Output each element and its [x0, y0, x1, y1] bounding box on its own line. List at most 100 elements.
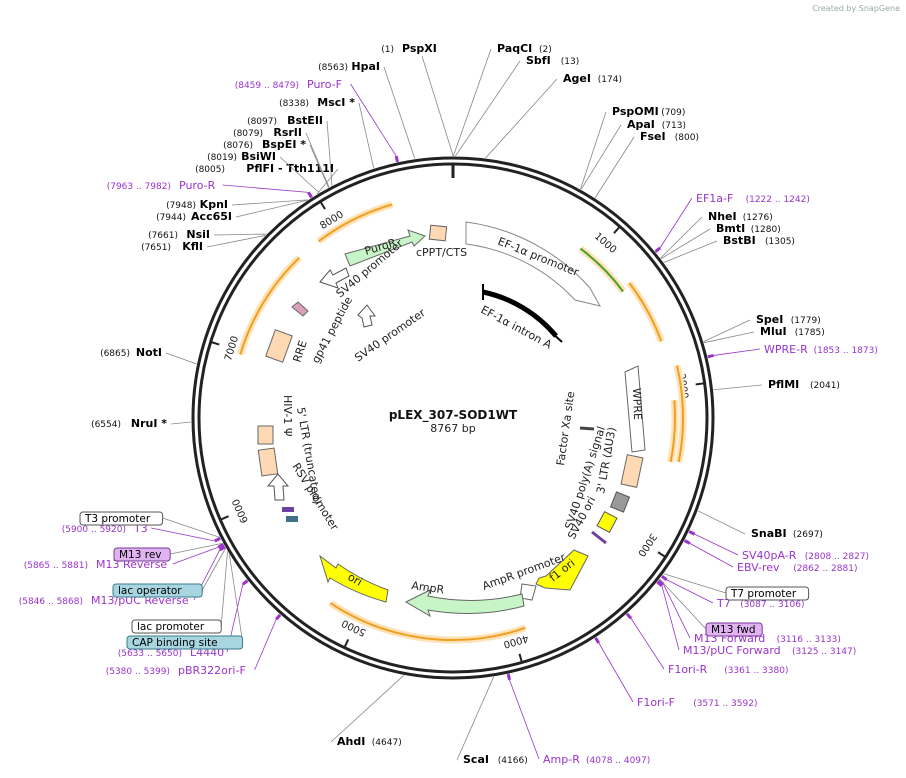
primer-site-mark	[654, 246, 662, 253]
enzyme-label[interactable]: RsrII(8079)	[233, 126, 302, 139]
primer-label[interactable]: pBR322ori-F(5380 .. 5399)	[106, 664, 246, 677]
primer-leader-line	[661, 585, 680, 651]
plasmid-size: 8767 bp	[430, 422, 475, 435]
enzyme-name: Acc65I	[191, 210, 232, 223]
primer-label[interactable]: Amp-R(4078 .. 4097)	[543, 753, 650, 766]
ampr-promoter-arrow[interactable]	[519, 583, 537, 601]
primer-label[interactable]: EF1a-F(1222 .. 1242)	[696, 192, 810, 205]
ef1a-intron-arc	[482, 289, 558, 338]
enzyme-name: BsiWI	[241, 150, 276, 163]
enzyme-name: AhdI	[337, 735, 365, 748]
enzyme-position: (8019)	[207, 153, 237, 163]
primer-label[interactable]: F1ori-R(3361 .. 3380)	[668, 663, 788, 676]
enzyme-name: HpaI	[351, 60, 380, 73]
enzyme-label[interactable]: (1779)SpeI	[756, 313, 821, 326]
rsv-promoter-arrow[interactable]	[266, 473, 290, 501]
primer-label[interactable]: F1ori-F(3571 .. 3592)	[637, 696, 757, 709]
boxed-feature-label[interactable]: T7 promoter	[725, 586, 810, 601]
enzyme-label[interactable]: (174)AgeI	[563, 72, 622, 85]
enzyme-label[interactable]: NotI(6865)	[100, 346, 162, 359]
enzyme-name: NotI	[136, 346, 162, 359]
enzyme-label[interactable]: HpaI(8563)	[318, 60, 380, 73]
enzyme-name: NruI *	[131, 417, 167, 430]
enzyme-label[interactable]: NruI *(6554)	[91, 417, 167, 430]
boxed-feature-label[interactable]: T3 promoter	[79, 511, 164, 526]
boxed-feature-label[interactable]: lac operator	[112, 583, 203, 598]
puror-arrow[interactable]	[344, 229, 426, 267]
primer-label[interactable]: M13/pUC Forward(3125 .. 3147)	[683, 644, 856, 657]
enzyme-label[interactable]: (1276)NheI	[708, 210, 773, 223]
primer-leader-line	[630, 618, 665, 670]
enzyme-label[interactable]: KpnI(7948)	[166, 198, 228, 211]
primer-label[interactable]: SV40pA-R(2808 .. 2827)	[742, 549, 869, 562]
enzyme-label[interactable]: (1305)BstBI	[723, 234, 795, 247]
boxed-feature-label[interactable]: CAP binding site	[126, 635, 244, 650]
primer-label[interactable]: WPRE-R(1853 .. 1873)	[764, 343, 878, 356]
sv40-polya-box[interactable]	[609, 491, 631, 513]
primer-label[interactable]: Puro-R(7963 .. 7982)	[107, 179, 216, 192]
enzyme-label[interactable]: Acc65I(7944)	[156, 210, 232, 223]
enzyme-label[interactable]: (4647)AhdI	[337, 735, 402, 748]
primer-label[interactable]: Puro-F(8459 .. 8479)	[235, 78, 342, 91]
boxed-feature-label[interactable]: M13 rev	[113, 547, 171, 562]
enzyme-label[interactable]: NsiI(7661)	[148, 228, 210, 241]
primer-site-mark	[218, 545, 226, 552]
ori-arrow[interactable]	[319, 554, 389, 603]
orf-arc[interactable]	[628, 282, 663, 342]
primer-name: EBV-rev	[737, 561, 780, 574]
enzyme-label[interactable]: BsiWI (8019)	[207, 150, 276, 163]
ampr-arrow[interactable]	[404, 589, 525, 618]
enzyme-label[interactable]: (2)PaqCI	[497, 42, 552, 55]
enzyme-label[interactable]: (2697)SnaBI	[751, 527, 823, 540]
boxed-label-bg	[725, 586, 810, 601]
sv40-promoter-arrow-1[interactable]	[319, 267, 350, 289]
orf-arc[interactable]	[318, 203, 393, 243]
orf-arc[interactable]	[239, 257, 300, 355]
enzyme-label[interactable]: (800)FseI	[640, 130, 699, 143]
boxed-leader-line	[220, 551, 228, 627]
hiv-psi-box[interactable]	[257, 425, 274, 445]
wpre-arrow[interactable]	[624, 365, 646, 453]
orf-arc[interactable]	[329, 602, 526, 641]
ef1a-promoter-arrow[interactable]	[465, 221, 601, 307]
enzyme-label[interactable]: (2041)PflMI	[768, 378, 840, 391]
primer-site-mark	[307, 191, 313, 199]
enzyme-label[interactable]: BstEII(8097)	[247, 114, 323, 127]
hiv-psi-label: HIV-1 Ψ	[281, 395, 294, 437]
primer-label[interactable]: EBV-rev(2862 .. 2881)	[737, 561, 857, 574]
cppt-cts-box[interactable]	[428, 224, 448, 242]
boxed-feature-label[interactable]: lac promoter	[131, 619, 222, 634]
enzyme-label[interactable]: (4166)ScaI	[463, 753, 528, 766]
gp41-peptide-arrow[interactable]	[291, 301, 309, 317]
enzyme-label[interactable]: (1280)BmtI	[716, 222, 781, 235]
enzyme-leader-line	[485, 78, 558, 159]
enzyme-label[interactable]: (709)PspOMI	[612, 105, 685, 118]
rre-box[interactable]	[265, 329, 293, 363]
orf-arc[interactable]	[579, 247, 624, 293]
enzyme-leader-line	[165, 352, 197, 365]
enzyme-name: NheI	[708, 210, 737, 223]
orf-arc[interactable]	[669, 400, 676, 463]
enzyme-label[interactable]: (713)ApaI	[627, 118, 686, 131]
enzyme-name: AgeI	[563, 72, 591, 85]
gp41-label: gp41 peptide	[309, 294, 355, 365]
sv40-promoter-arrow-2[interactable]	[357, 304, 376, 328]
3ltr-box[interactable]	[620, 454, 644, 488]
enzyme-label[interactable]: PflFI - Tth111I(8005)	[195, 162, 334, 175]
enzyme-label[interactable]: BspEI *(8076)	[223, 138, 306, 151]
enzyme-leader-line	[213, 233, 267, 236]
orf-arc[interactable]	[675, 365, 684, 463]
primer-label[interactable]: T7(3087 .. 3106)	[716, 597, 804, 610]
enzyme-label[interactable]: KflI(7651)	[141, 240, 203, 253]
enzyme-label[interactable]: (13)SbfI	[526, 54, 579, 67]
primer-site-mark	[506, 673, 511, 681]
boxed-feature-label[interactable]: M13 fwd	[705, 622, 763, 637]
f1-ori-arrow[interactable]	[535, 549, 589, 591]
5ltr-box[interactable]	[257, 447, 279, 477]
sv40-ori-box[interactable]	[596, 510, 618, 534]
enzyme-label[interactable]: MscI *(8338)	[279, 96, 355, 109]
primer-site-mark	[625, 612, 633, 620]
enzyme-label[interactable]: (1)PspXI	[381, 42, 437, 55]
boxed-leader-line	[170, 542, 223, 555]
enzyme-label[interactable]: (1785)MluI	[760, 325, 825, 338]
